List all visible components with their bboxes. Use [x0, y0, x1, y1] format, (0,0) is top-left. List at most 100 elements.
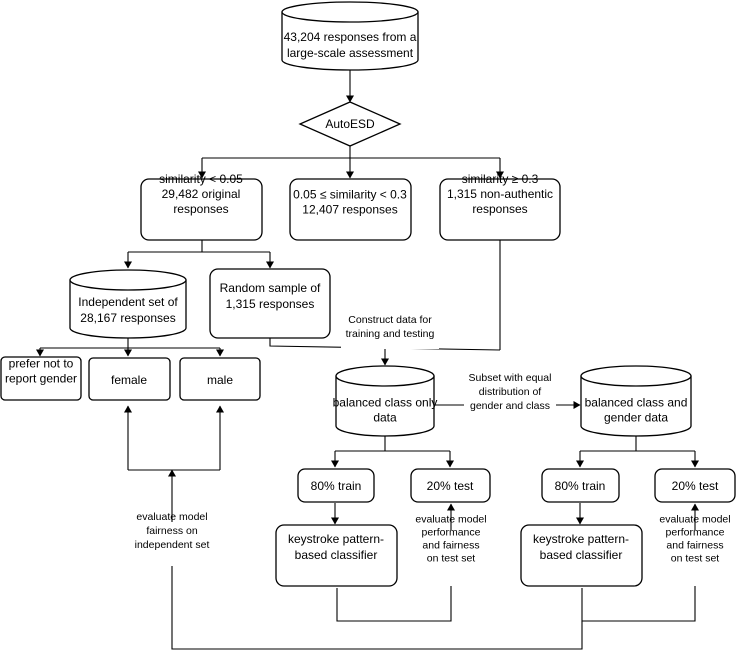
- text-male: male: [207, 373, 233, 387]
- text-line: 20% test: [672, 479, 719, 493]
- text-line: performance: [666, 527, 725, 539]
- text-construct-data: Construct data for training and testing: [346, 314, 435, 340]
- node-female: female: [88, 357, 171, 401]
- text-line: prefer not to: [9, 357, 74, 371]
- text-line: based classifier: [540, 548, 623, 562]
- text-independent-set: Independent set of 28,167 responses: [78, 295, 178, 325]
- text-line: balanced class and: [585, 396, 688, 410]
- annotations: Construct data for training and testing S…: [130, 314, 736, 586]
- text-line: and fairness: [422, 540, 479, 552]
- text-line: evaluate model: [415, 514, 486, 526]
- text-line: keystroke pattern-: [288, 532, 384, 546]
- annotation-eval-independent: evaluate model fairness on independent set: [130, 511, 215, 566]
- text-line: 1,315 non-authentic: [447, 187, 553, 201]
- text-line: similarity < 0.05: [159, 172, 243, 186]
- node-random-sample: Random sample of 1,315 responses: [209, 268, 331, 339]
- text-line: training and testing: [346, 328, 435, 340]
- text-female: female: [111, 373, 147, 387]
- text-eval-independent: evaluate model fairness on independent set: [135, 511, 210, 551]
- node-classifier-right: keystroke pattern-based classifier: [520, 524, 643, 587]
- text-line: gender data: [604, 411, 668, 425]
- text-line: similarity ≥ 0.3: [462, 172, 539, 186]
- text-line: 1,315 responses: [226, 297, 315, 311]
- text-line: Random sample of: [220, 281, 321, 295]
- edge-sim-low-split: [128, 240, 270, 253]
- text-line: AutoESD: [325, 117, 375, 131]
- node-train-right: 80% train: [541, 468, 620, 503]
- text-line: based classifier: [295, 548, 378, 562]
- text-line: report gender: [5, 372, 77, 386]
- text-line: evaluate model: [136, 511, 207, 523]
- node-independent-set: Independent set of 28,167 responses: [69, 269, 187, 339]
- node-train-left: 80% train: [297, 468, 375, 503]
- edge-autoesd-split: [202, 146, 500, 159]
- text-train-right: 80% train: [555, 479, 606, 493]
- text-line: responses: [173, 202, 228, 216]
- text-line: gender and class: [470, 400, 550, 412]
- text-line: male: [207, 373, 233, 387]
- node-autoesd: AutoESD: [298, 101, 402, 147]
- text-line: 43,204 responses from a: [284, 30, 417, 44]
- text-autoesd: AutoESD: [325, 117, 375, 131]
- text-line: fairness on: [146, 525, 198, 537]
- text-random-sample: Random sample of 1,315 responses: [220, 281, 321, 311]
- text-line: 20% test: [427, 479, 474, 493]
- text-subset-equal: Subset with equal distribution of gender a…: [469, 372, 552, 412]
- text-line: data: [373, 411, 397, 425]
- edge-balanced-gender-split: [580, 436, 695, 452]
- text-line: 28,167 responses: [80, 311, 175, 325]
- edge-balanced-class-split: [335, 436, 450, 452]
- text-line: Construct data for: [348, 314, 432, 326]
- node-male: male: [179, 357, 261, 401]
- text-line: female: [111, 373, 147, 387]
- node-test-left: 20% test: [410, 468, 491, 503]
- text-test-left: 20% test: [427, 479, 474, 493]
- text-train-left: 80% train: [311, 479, 362, 493]
- text-test-right: 20% test: [672, 479, 719, 493]
- text-line: on test set: [427, 553, 476, 565]
- text-line: 12,407 responses: [302, 203, 397, 217]
- text-line: 80% train: [555, 479, 606, 493]
- text-line: Independent set of: [78, 295, 178, 309]
- text-line: responses: [472, 202, 527, 216]
- text-classifier-left: keystroke pattern-based classifier: [288, 532, 384, 562]
- text-line: performance: [422, 527, 481, 539]
- text-line: balanced class only: [333, 396, 438, 410]
- text-line: and fairness: [666, 540, 723, 552]
- text-classifier-right: keystroke pattern-based classifier: [533, 532, 629, 562]
- text-line: independent set: [135, 539, 210, 551]
- text-line: 29,482 original: [162, 187, 241, 201]
- text-line: evaluate model: [659, 514, 730, 526]
- text-line: keystroke pattern-: [533, 532, 629, 546]
- text-line: 80% train: [311, 479, 362, 493]
- text-line: 0.05 ≤ similarity < 0.3: [293, 188, 407, 202]
- annotation-subset-equal: Subset with equal distribution of gender a…: [464, 372, 556, 427]
- annotation-construct-data: Construct data for training and testing: [341, 314, 439, 349]
- text-line: distribution of: [479, 386, 542, 398]
- edges: [36, 70, 699, 650]
- edge-independent-split: [40, 338, 220, 349]
- text-line: on test set: [671, 553, 720, 565]
- text-line: Subset with equal: [469, 372, 552, 384]
- node-test-right: 20% test: [654, 468, 736, 503]
